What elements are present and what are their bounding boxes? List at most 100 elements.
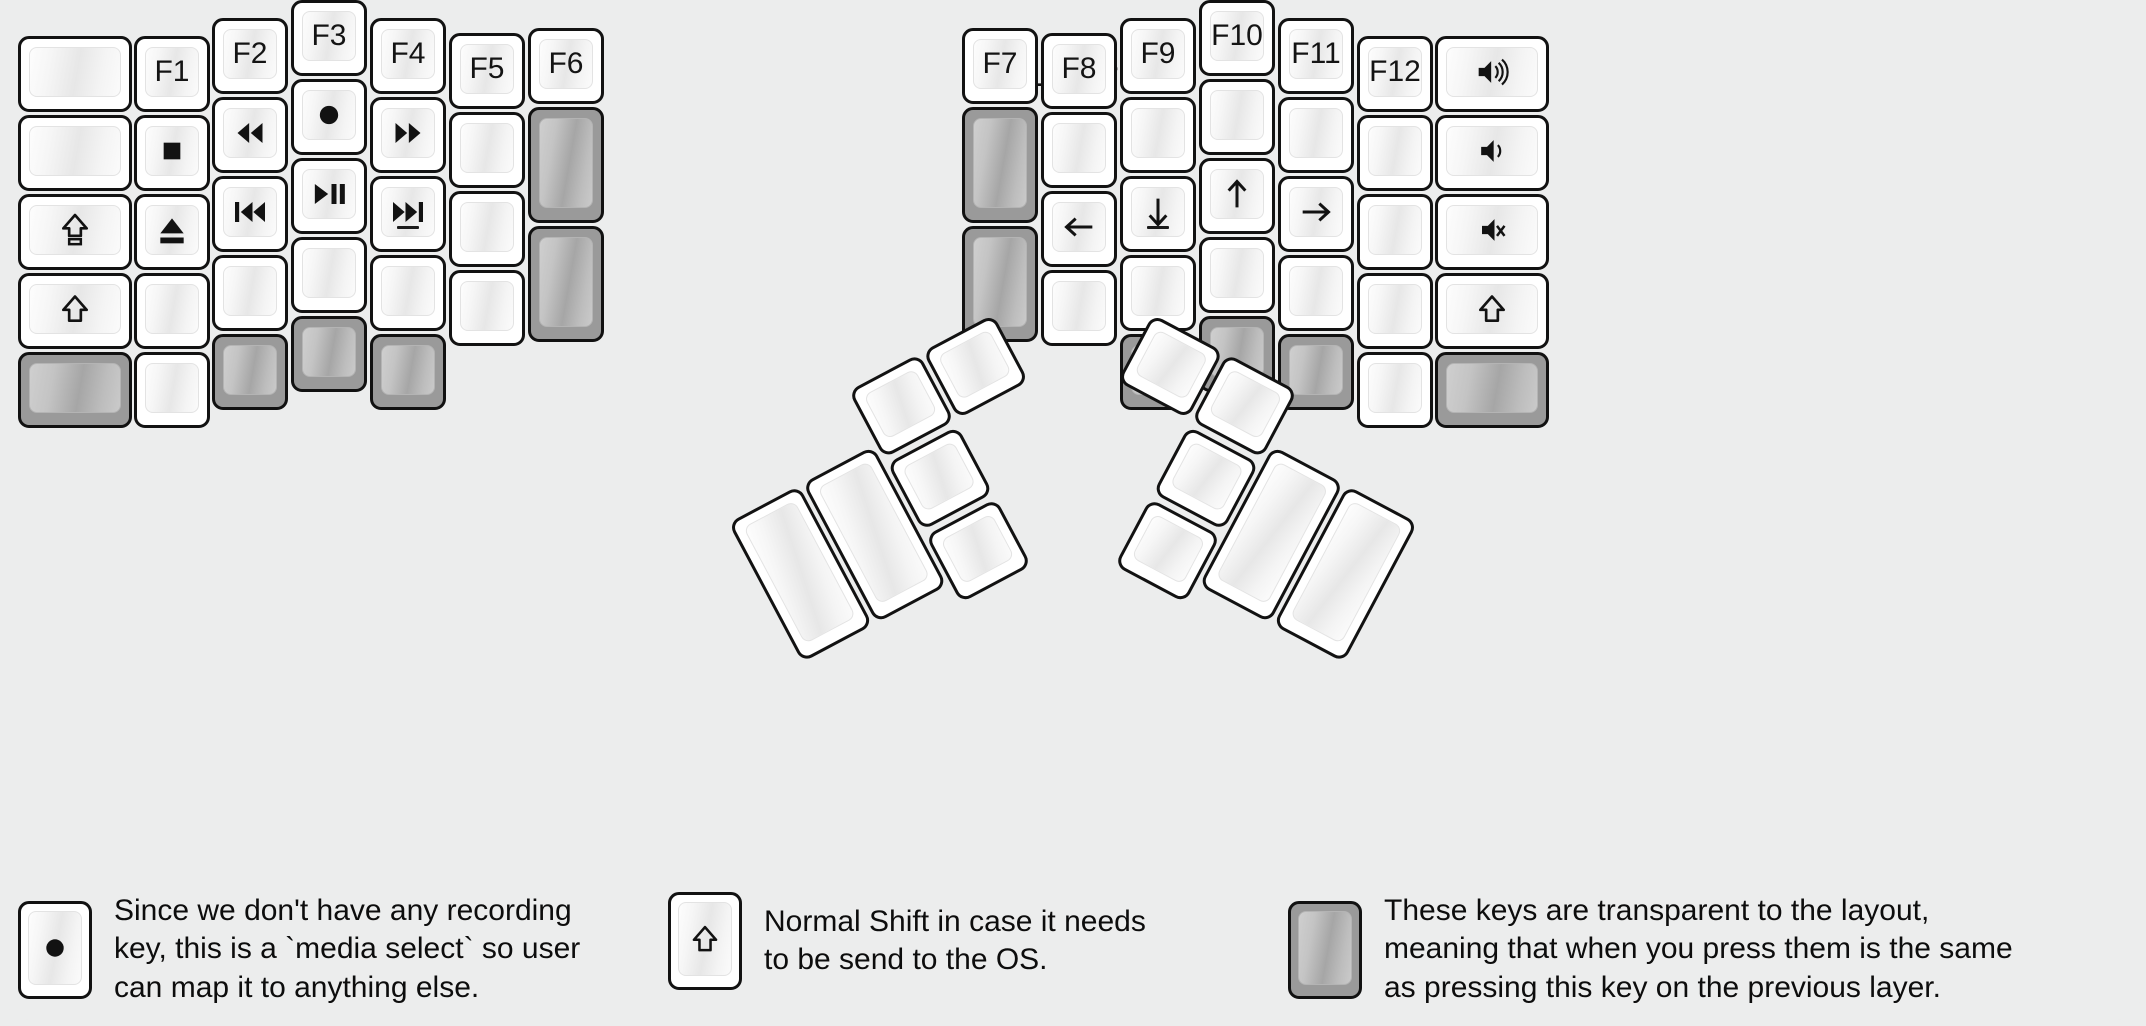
keycap-surface	[302, 327, 356, 377]
keycap-surface	[381, 266, 435, 316]
keycap-surface	[1289, 266, 1343, 316]
arrow-left-icon	[1059, 207, 1099, 247]
left-index-col-key-5[interactable]	[370, 334, 446, 410]
legend-description-3: These keys are transparent to the layout…	[1384, 894, 2013, 1004]
keycap-surface	[1133, 329, 1209, 401]
right-r-outer-col-key-1[interactable]	[1435, 36, 1549, 112]
keycap-surface	[1368, 363, 1422, 413]
right-r-pinky-col-key-4[interactable]	[1357, 273, 1433, 349]
left-middle-col-key-2[interactable]	[291, 79, 367, 155]
right-r-outer-col-key-4[interactable]	[1435, 273, 1549, 349]
keycap-surface: F10	[1210, 11, 1264, 61]
left-pinky-col-key-4[interactable]	[134, 273, 210, 349]
keycap-surface	[973, 237, 1027, 327]
keycap-surface	[1131, 187, 1185, 237]
media-prev-track-icon	[230, 192, 270, 232]
left-innermost-col-key-3[interactable]	[528, 226, 604, 342]
keycap-surface	[1368, 126, 1422, 176]
key-label: F12	[1369, 55, 1421, 88]
left-middle-col-key-4[interactable]	[291, 237, 367, 313]
keycap-surface: F3	[302, 11, 356, 61]
left-index-col-key-2[interactable]	[370, 97, 446, 173]
right-r-pinky-col-key-3[interactable]	[1357, 194, 1433, 270]
right-r-innermost-col-key-2[interactable]	[962, 107, 1038, 223]
left-outer-col-key-4[interactable]	[18, 273, 132, 349]
media-eject-icon	[152, 210, 192, 250]
legend-description-1: Since we don't have any recording key, t…	[114, 894, 581, 1004]
media-record-icon	[309, 95, 349, 135]
keycap-surface	[145, 363, 199, 413]
left-inner-col-key-2[interactable]	[449, 112, 525, 188]
right-r-pinky-col-key-2[interactable]	[1357, 115, 1433, 191]
keycap-surface	[1208, 368, 1283, 440]
right-r-inner-col-key-1[interactable]: F8	[1041, 33, 1117, 109]
left-index-col-key-1[interactable]: F4	[370, 18, 446, 94]
keycap-surface: F8	[1052, 44, 1106, 94]
right-r-middle-col-key-2[interactable]	[1199, 79, 1275, 155]
legend-sample-key-1	[18, 900, 92, 999]
keycap-surface	[901, 440, 977, 513]
legend-item-1: Since we don't have any recording key, t…	[18, 892, 580, 1007]
left-ring-col-key-4[interactable]	[212, 255, 288, 331]
left-outer-col-key-5[interactable]	[18, 352, 132, 428]
keycap-surface	[940, 513, 1015, 585]
right-r-index-col-key-1[interactable]: F9	[1120, 18, 1196, 94]
left-innermost-col-key-1[interactable]: F6	[528, 28, 604, 104]
left-pinky-col-key-5[interactable]	[134, 352, 210, 428]
right-r-middle-col-key-1[interactable]: F10	[1199, 0, 1275, 76]
right-r-ring-col-key-1[interactable]: F11	[1278, 18, 1354, 94]
left-inner-col-key-1[interactable]: F5	[449, 33, 525, 109]
keycap-surface	[1131, 513, 1206, 585]
legend-item-3: These keys are transparent to the layout…	[1288, 892, 2013, 1007]
right-r-innermost-col-key-3[interactable]	[962, 226, 1038, 342]
key-label: F11	[1291, 37, 1341, 70]
right-r-index-col-key-2[interactable]	[1120, 97, 1196, 173]
right-r-outer-col-key-5[interactable]	[1435, 352, 1549, 428]
left-ring-col-key-5[interactable]	[212, 334, 288, 410]
key-label: F6	[548, 47, 584, 80]
right-r-inner-col-key-3[interactable]	[1041, 191, 1117, 267]
right-r-outer-col-key-3[interactable]	[1435, 194, 1549, 270]
right-r-ring-col-key-2[interactable]	[1278, 97, 1354, 173]
right-r-index-col-key-3[interactable]	[1120, 176, 1196, 252]
right-r-outer-col-key-2[interactable]	[1435, 115, 1549, 191]
left-outer-col-key-3[interactable]	[18, 194, 132, 270]
volume-mute-icon	[1472, 210, 1512, 250]
key-sublegend-dash	[1147, 226, 1169, 229]
keycap-surface	[460, 202, 514, 252]
left-inner-col-key-4[interactable]	[449, 270, 525, 346]
left-index-col-key-3[interactable]	[370, 176, 446, 252]
keycap-surface	[1289, 187, 1343, 237]
right-r-pinky-col-key-1[interactable]: F12	[1357, 36, 1433, 112]
left-outer-col-key-2[interactable]	[18, 115, 132, 191]
right-r-innermost-col-key-1[interactable]: F7	[962, 28, 1038, 104]
arrow-up-icon	[1217, 174, 1257, 214]
key-label: F1	[154, 55, 190, 88]
left-ring-col-key-3[interactable]	[212, 176, 288, 252]
media-rewind-icon	[230, 113, 270, 153]
right-r-inner-col-key-2[interactable]	[1041, 112, 1117, 188]
shift-icon	[55, 289, 95, 329]
left-pinky-col-key-2[interactable]	[134, 115, 210, 191]
left-middle-col-key-1[interactable]: F3	[291, 0, 367, 76]
left-pinky-col-key-3[interactable]	[134, 194, 210, 270]
right-r-inner-col-key-4[interactable]	[1041, 270, 1117, 346]
right-r-middle-col-key-4[interactable]	[1199, 237, 1275, 313]
keycap-surface	[1446, 205, 1538, 255]
right-r-middle-col-key-3[interactable]	[1199, 158, 1275, 234]
left-middle-col-key-5[interactable]	[291, 316, 367, 392]
left-innermost-col-key-2[interactable]	[528, 107, 604, 223]
left-middle-col-key-3[interactable]	[291, 158, 367, 234]
left-ring-col-key-1[interactable]: F2	[212, 18, 288, 94]
keycap-surface	[29, 126, 121, 176]
right-r-ring-col-key-3[interactable]	[1278, 176, 1354, 252]
media-play-pause-icon	[309, 174, 349, 214]
right-r-pinky-col-key-5[interactable]	[1357, 352, 1433, 428]
right-r-ring-col-key-4[interactable]	[1278, 255, 1354, 331]
left-ring-col-key-2[interactable]	[212, 97, 288, 173]
left-inner-col-key-3[interactable]	[449, 191, 525, 267]
left-index-col-key-4[interactable]	[370, 255, 446, 331]
left-outer-col-key-1[interactable]	[18, 36, 132, 112]
left-pinky-col-key-1[interactable]: F1	[134, 36, 210, 112]
